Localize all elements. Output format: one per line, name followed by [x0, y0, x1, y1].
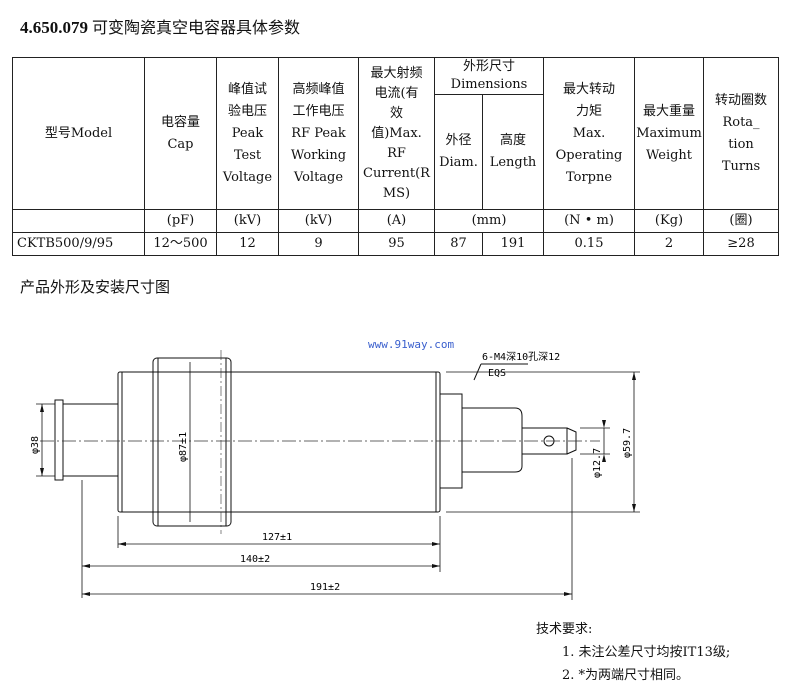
- title-text: 可变陶瓷真空电容器具体参数: [92, 18, 301, 37]
- row-peak: 12: [216, 232, 279, 256]
- right-housing: [462, 407, 523, 473]
- unit-model: [12, 209, 145, 233]
- dim-87: φ87±1: [178, 432, 189, 462]
- header-turns: 转动圈数 Rota_ tion Turns: [703, 57, 779, 210]
- note-item-1: 1. 未注公差尺寸均按IT13级;: [562, 645, 731, 660]
- eqs-label: EQS: [488, 368, 506, 379]
- row-model: CKTB500/9/95: [12, 232, 145, 256]
- dim-12: φ12.7: [592, 448, 603, 478]
- header-rf-voltage: 高频峰值 工作电压 RF Peak Working Voltage: [278, 57, 359, 210]
- unit-turns: (圈): [703, 209, 779, 233]
- header-dimensions: 外形尺寸 Dimensions: [434, 57, 544, 95]
- flange: [152, 357, 232, 527]
- row-length: 191: [482, 232, 544, 256]
- dimension-drawing: www.91way.com 6-M4深10孔深12 EQS φ38 φ87±1 …: [30, 338, 640, 600]
- unit-rf: (kV): [278, 209, 359, 233]
- section-title: 产品外形及安装尺寸图: [20, 278, 171, 296]
- main-body: [117, 371, 441, 513]
- row-cap: 12～500: [144, 232, 217, 256]
- row-current: 95: [358, 232, 435, 256]
- header-length: 高度 Length: [482, 94, 544, 210]
- header-diam: 外径 Diam.: [434, 94, 483, 210]
- dim-127: 127±1: [262, 532, 292, 543]
- dim-59: φ59.7: [622, 428, 633, 458]
- left-shaft: [62, 403, 119, 477]
- watermark-text: www.91way.com: [368, 338, 454, 351]
- row-rf: 9: [278, 232, 359, 256]
- header-torque: 最大转动 力矩 Max. Operating Torpne: [543, 57, 635, 210]
- notes-heading: 技术要求:: [536, 622, 593, 637]
- unit-peak: (kV): [216, 209, 279, 233]
- row-torque: 0.15: [543, 232, 635, 256]
- header-model: 型号Model: [12, 57, 145, 210]
- row-turns: ≥28: [703, 232, 779, 256]
- unit-weight: (Kg): [634, 209, 704, 233]
- header-cap: 电容量 Cap: [144, 57, 217, 210]
- unit-cap: (pF): [144, 209, 217, 233]
- row-diam: 87: [434, 232, 483, 256]
- dim-191: 191±2: [310, 582, 340, 593]
- dim-140: 140±2: [240, 554, 270, 565]
- tech-notes: 技术要求: 1. 未注公差尺寸均按IT13级; 2. *为两端尺寸相同。: [536, 618, 730, 687]
- spec-table: 型号Model 电容量 Cap 峰值试 验电压 Peak Test Voltag…: [12, 57, 779, 256]
- unit-dims: (mm): [434, 209, 544, 233]
- header-current: 最大射频 电流(有 效 值)Max. RF Current(R MS): [358, 57, 435, 210]
- note-item-2: 2. *为两端尺寸相同。: [562, 668, 690, 683]
- header-peak-voltage: 峰值试 验电压 Peak Test Voltage: [216, 57, 279, 210]
- hole-note: 6-M4深10孔深12: [482, 351, 560, 363]
- dim-38: φ38: [30, 436, 41, 454]
- title-code: 4.650.079: [20, 18, 88, 37]
- row-weight: 2: [634, 232, 704, 256]
- left-stub: [54, 399, 64, 481]
- output-shaft: [521, 427, 568, 455]
- unit-current: (A): [358, 209, 435, 233]
- header-weight: 最大重量 Maximum Weight: [634, 57, 704, 210]
- unit-torque: (N • m): [543, 209, 635, 233]
